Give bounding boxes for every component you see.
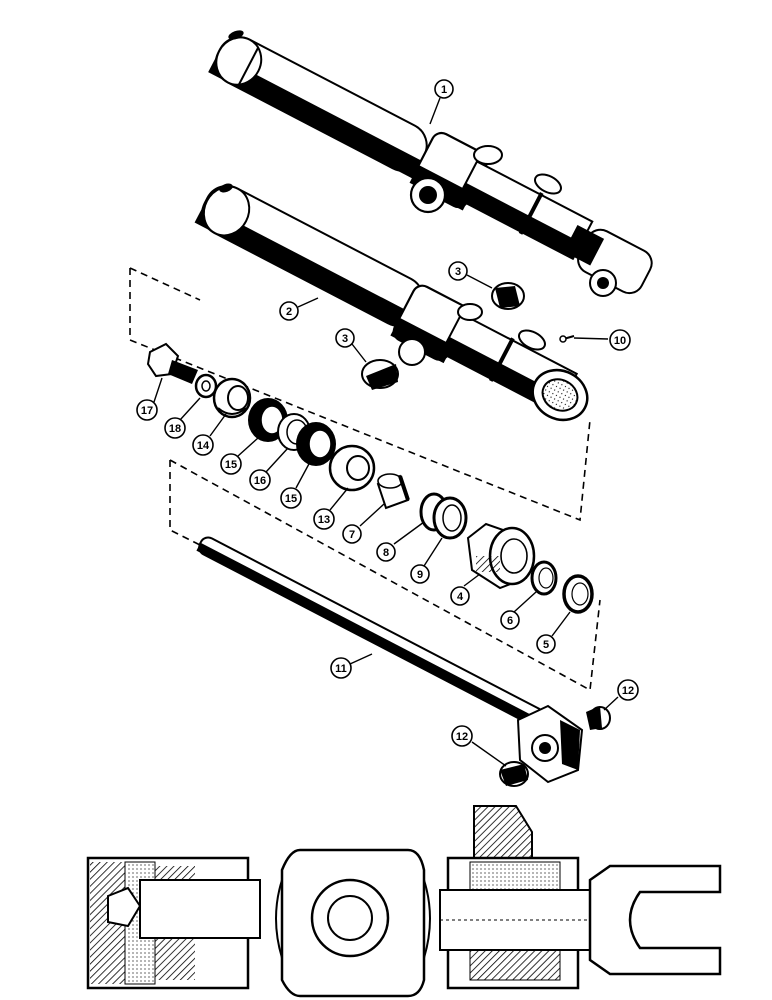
callout-label: 10 [614,335,626,347]
callout-11: 11 [330,653,373,679]
callout-3-lower: 3 [335,328,367,363]
callout-label: 3 [342,333,348,345]
callout-4: 4 [450,573,481,606]
callout-label: 11 [335,663,347,675]
callout-label: 15 [225,459,237,471]
callout-layer: 1 2 3 3 4 5 6 [136,79,639,767]
piston-rod-11 [196,536,584,784]
callout-label: 3 [455,266,461,278]
grease-fitting-10 [559,335,575,343]
callout-label: 5 [543,639,549,651]
callout-label: 9 [417,569,423,581]
kit-outline-dashed [129,267,601,692]
cylinder-barrel-2 [194,183,589,422]
callout-label: 8 [383,547,389,559]
callout-label: 13 [318,514,330,526]
callout-18: 18 [164,397,201,439]
callout-2: 2 [279,297,319,321]
seal-15-right [296,422,336,466]
callout-5: 5 [536,611,571,654]
bushing-12-left [499,761,529,787]
bushing-3-lower [361,359,399,390]
callout-12-right: 12 [603,679,639,711]
callout-12-left: 12 [451,725,507,767]
callout-3-upper: 3 [448,261,493,289]
bolt-17 [146,342,198,384]
cross-section-view [86,805,722,998]
callout-label: 17 [141,405,153,417]
backup-ring-6 [530,560,558,596]
callout-17: 17 [136,377,163,421]
wiper-5 [562,574,594,614]
cylinder-assembly-1 [208,30,653,297]
callout-16: 16 [249,447,289,491]
callout-15-left: 15 [220,437,259,475]
callout-label: 18 [169,423,181,435]
callout-14: 14 [192,413,227,456]
callout-8: 8 [376,521,425,562]
callout-label: 4 [457,591,464,603]
piston-13 [328,444,376,492]
callout-label: 2 [286,306,292,318]
washer-18 [194,373,218,399]
callout-label: 6 [507,615,513,627]
gland-4 [466,522,536,590]
callout-15-right: 15 [280,461,311,509]
callout-label: 14 [197,440,210,452]
bushing-12-right [586,706,611,730]
spacer-7 [376,473,410,510]
seal-9 [432,496,468,540]
callout-label: 7 [349,529,355,541]
bushing-3-upper [491,282,525,310]
callout-13: 13 [313,487,349,530]
callout-1: 1 [429,79,454,125]
callout-label: 12 [622,685,634,697]
callout-label: 16 [254,475,266,487]
nut-14 [212,377,252,419]
callout-label: 1 [441,84,447,96]
callout-6: 6 [500,591,537,630]
callout-9: 9 [410,537,443,584]
callout-label: 12 [456,731,468,743]
callout-10: 10 [573,329,631,351]
callout-label: 15 [285,493,297,505]
callout-7: 7 [342,503,385,544]
